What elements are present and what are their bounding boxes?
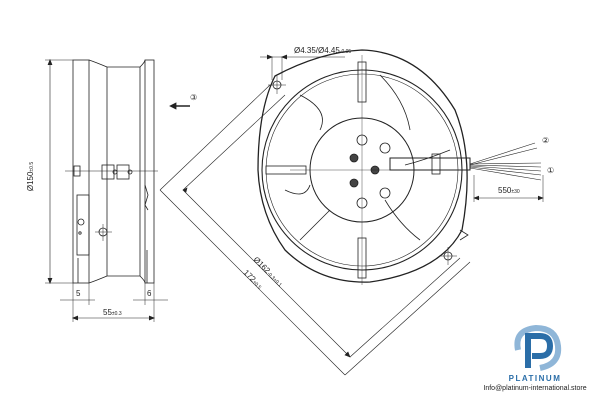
hole-label: Ø4.35/Ø4.45-0.05 [294,46,351,55]
cable-length-tol: ±30 [511,189,520,195]
airflow-arrow-icon [169,102,190,110]
brand-watermark: PLATINUM Info@platinum-international.sto… [470,322,600,400]
left-flange-label: 5 [76,289,81,298]
depth-label: 55±0.3 [103,308,122,317]
cable-length-value: 550 [498,186,512,195]
callout-2: ② [542,136,550,145]
side-view [45,58,168,322]
cable-length-label: 550±30 [498,186,520,195]
depth-tol: ±0.3 [111,311,122,317]
hole-tol: -0.05 [339,49,352,55]
side-diameter-label: Ø150±0.5 [26,162,35,191]
right-flange-label: 6 [147,289,152,298]
side-diameter-tol: ±0.5 [29,161,36,172]
hole-value: Ø4.35/Ø4.45 [294,46,340,55]
callout-3: ③ [190,93,198,102]
side-diameter-value: Ø150 [26,171,36,192]
brand-name: PLATINUM [508,374,562,383]
cable-wires [469,142,544,202]
platinum-logo-icon [514,324,562,371]
front-view [257,49,471,285]
brand-email[interactable]: Info@platinum-international.store [483,385,587,392]
diagonal-dimensions [159,84,471,376]
callout-1: ① [547,166,555,175]
depth-value: 55 [103,308,112,317]
hole-dimension [260,54,345,80]
